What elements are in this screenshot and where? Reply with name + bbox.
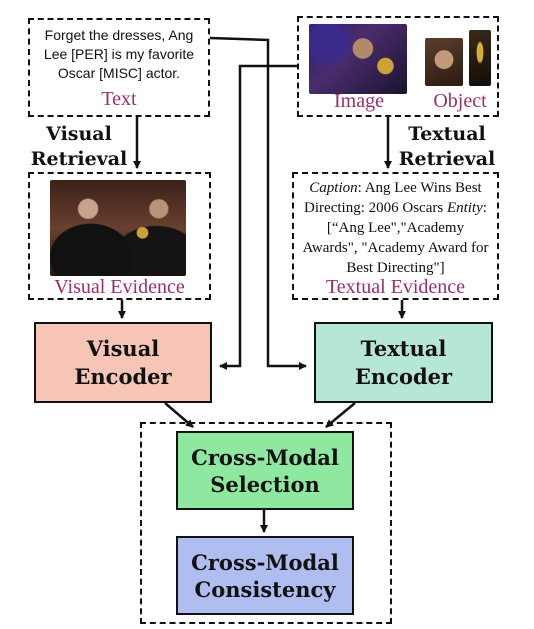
arrow-text-to-textual-encoder: [209, 36, 307, 370]
arrow-image-to-visual-encoder: [219, 64, 298, 370]
visual-evidence-photo: [50, 180, 186, 276]
object-crop-face: [425, 38, 463, 86]
cross-modal-selection-label: Cross-Modal Selection: [191, 444, 339, 497]
textual-encoder-block: Textual Encoder: [314, 322, 493, 403]
object-crop-trophy: [469, 30, 491, 86]
caption-key: Caption: [309, 180, 358, 196]
textual-retrieval-label: Textual Retrieval: [398, 123, 496, 170]
cross-modal-consistency-label: Cross-Modal Consistency: [191, 549, 339, 602]
visual-encoder-label: Visual Encoder: [74, 335, 172, 389]
object-label: Object: [433, 90, 487, 112]
textual-encoder-label: Textual Encoder: [354, 335, 453, 389]
image-label: Image: [334, 90, 384, 112]
input-image-photo: [309, 24, 407, 94]
input-image-box: Image Object: [297, 16, 499, 117]
textual-evidence-box: Caption: Ang Lee Wins Best Directing: 20…: [292, 172, 499, 300]
textual-evidence-content: Caption: Ang Lee Wins Best Directing: 20…: [298, 178, 493, 278]
cross-modal-consistency-block: Cross-Modal Consistency: [176, 536, 354, 615]
visual-evidence-box: Visual Evidence: [28, 172, 211, 300]
input-text-label: Text: [101, 88, 137, 110]
visual-encoder-block: Visual Encoder: [34, 322, 212, 403]
cross-modal-selection-block: Cross-Modal Selection: [176, 431, 354, 510]
visual-retrieval-label: Visual Retrieval: [30, 123, 128, 170]
cross-modal-container: [140, 422, 392, 624]
input-text-box: Forget the dresses, Ang Lee [PER] is my …: [28, 18, 210, 117]
visual-evidence-label: Visual Evidence: [54, 276, 185, 298]
textual-evidence-label: Textual Evidence: [325, 276, 466, 298]
caption-value: : Ang Lee Wins Best Directing: 2006 Osca…: [304, 180, 482, 216]
entity-key: Entity: [446, 200, 483, 216]
input-text-content: Forget the dresses, Ang Lee [PER] is my …: [43, 27, 195, 81]
entity-value: :[“Ang Lee","Academy Awards", "Academy A…: [302, 200, 489, 276]
